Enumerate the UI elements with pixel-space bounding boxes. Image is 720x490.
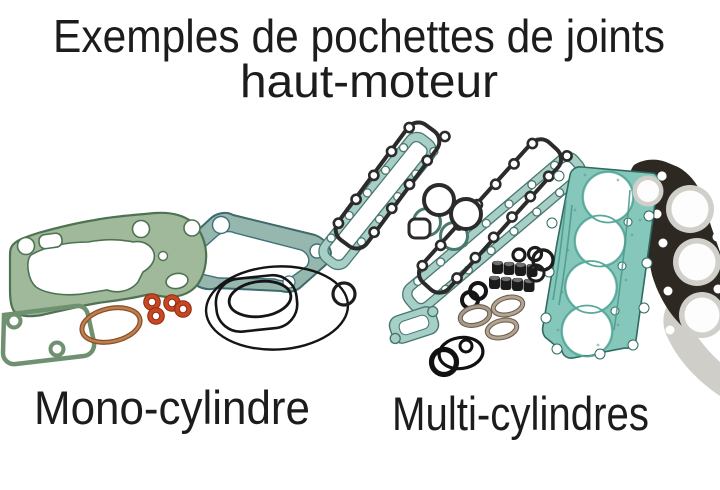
svg-text:haut-moteur: haut-moteur bbox=[240, 55, 498, 107]
svg-text:Multi-cylindres: Multi-cylindres bbox=[392, 387, 649, 440]
svg-text:Exemples de pochettes de joint: Exemples de pochettes de joints bbox=[53, 10, 665, 62]
svg-text:Mono-cylindre: Mono-cylindre bbox=[34, 381, 310, 434]
